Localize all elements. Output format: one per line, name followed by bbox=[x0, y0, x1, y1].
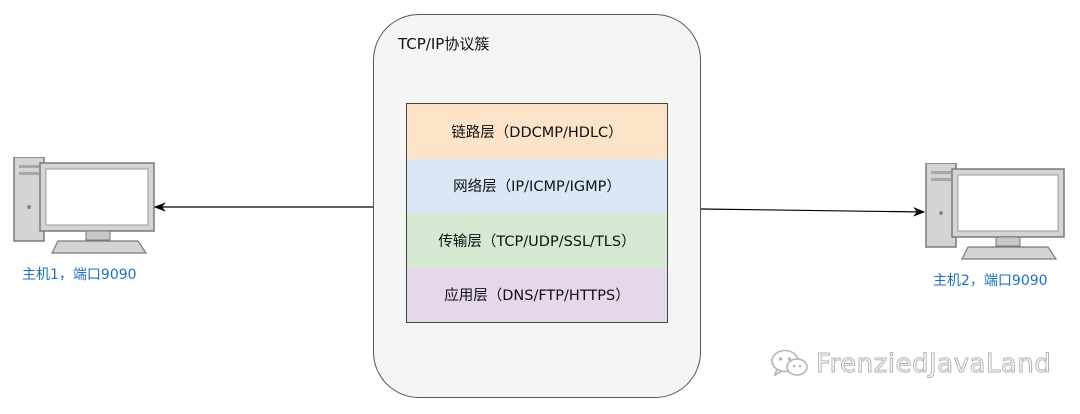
protocol-suite-title: TCP/IP协议簇 bbox=[398, 35, 490, 53]
layer-link: 链路层（DDCMP/HDLC） bbox=[407, 104, 667, 159]
layer-transport: 传输层（TCP/UDP/SSL/TLS） bbox=[407, 213, 667, 268]
host-2 bbox=[924, 162, 1068, 267]
host-1 bbox=[12, 156, 156, 261]
computer-icon bbox=[13, 156, 155, 254]
watermark-text: FrenziedJavaLand bbox=[815, 349, 1052, 380]
wechat-icon bbox=[771, 349, 808, 377]
host-2-label: 主机2，端口9090 bbox=[933, 273, 1048, 289]
layer-stack: 链路层（DDCMP/HDLC） 网络层（IP/ICMP/IGMP） 传输层（TC… bbox=[406, 103, 668, 323]
host-1-label: 主机1，端口9090 bbox=[22, 267, 137, 283]
layer-network: 网络层（IP/ICMP/IGMP） bbox=[407, 158, 667, 213]
arrow-to-host-2 bbox=[700, 207, 926, 217]
computer-icon bbox=[925, 162, 1065, 260]
watermark: FrenziedJavaLand bbox=[770, 348, 1051, 380]
layer-application: 应用层（DNS/FTP/HTTPS） bbox=[407, 267, 667, 322]
